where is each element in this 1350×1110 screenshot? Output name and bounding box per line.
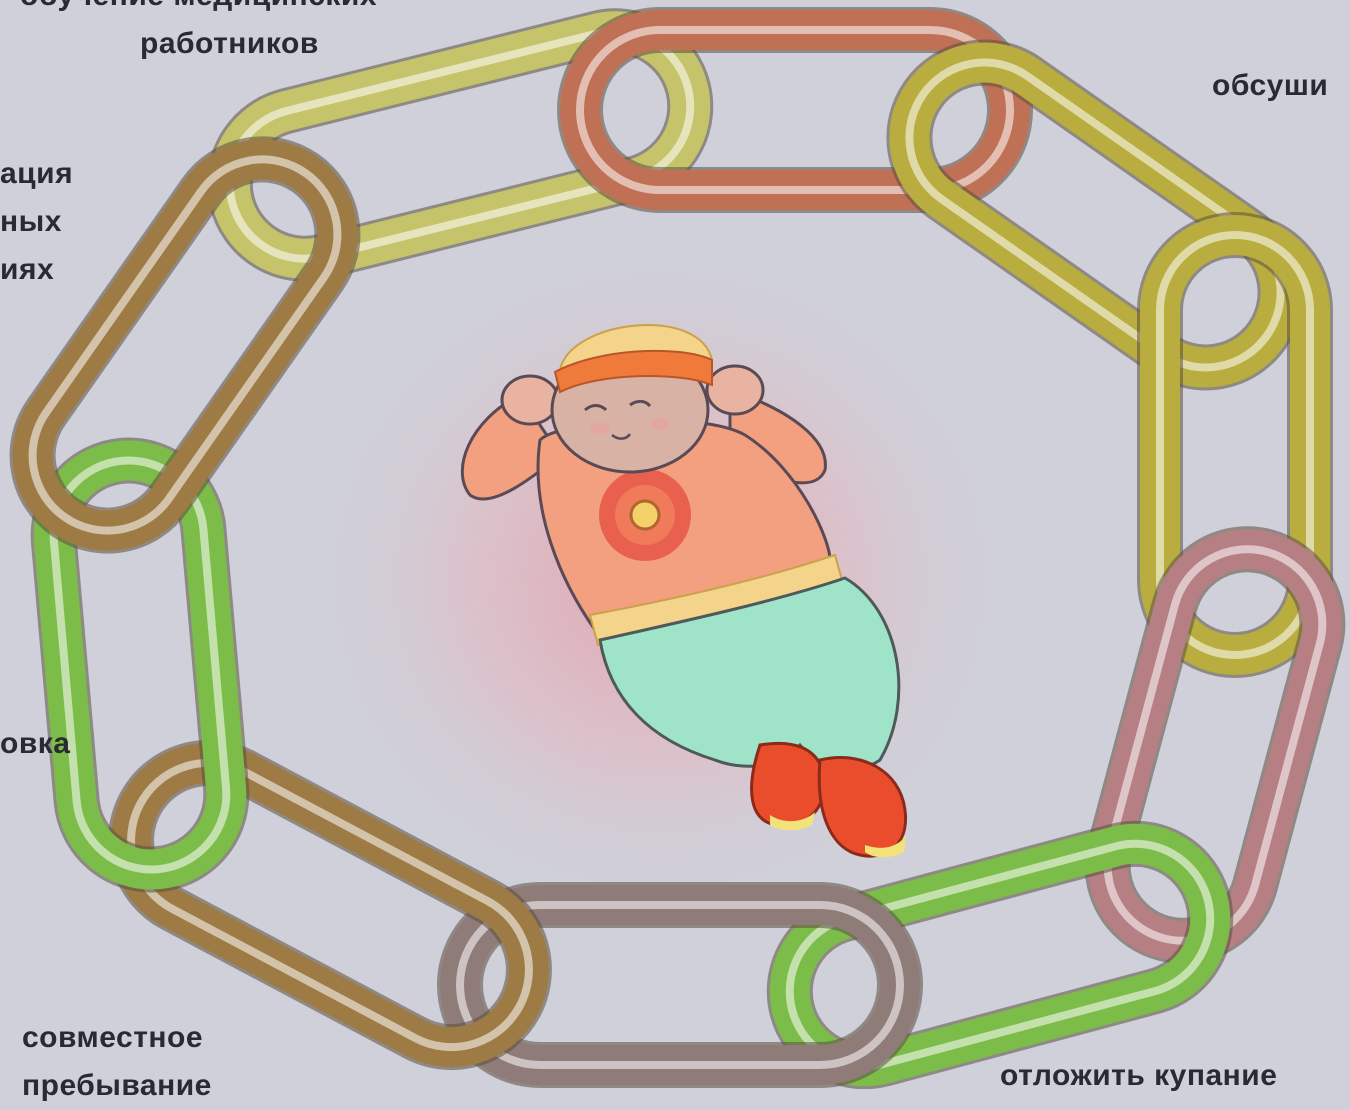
- label-line: пребывание: [22, 1062, 212, 1110]
- label-line: ных: [0, 198, 73, 246]
- label-line: иях: [0, 246, 73, 294]
- label-line: овка: [0, 720, 70, 768]
- label-line: отложить купание: [1000, 1052, 1277, 1100]
- label-top-left: обучение медицинских работников: [20, 0, 377, 68]
- label-bottom-right: отложить купание: [1000, 1052, 1277, 1100]
- label-bottom-left: совместное пребывание: [22, 1014, 212, 1110]
- label-left-upper: ация ных иях: [0, 150, 73, 294]
- label-line: обучение медицинских: [20, 0, 377, 20]
- label-line: работников: [20, 20, 377, 68]
- label-line: ация: [0, 150, 73, 198]
- label-line: совместное: [22, 1014, 212, 1062]
- label-left-middle: овка: [0, 720, 70, 768]
- label-line: обсуши: [1212, 62, 1328, 110]
- label-top-right: обсуши: [1212, 62, 1328, 110]
